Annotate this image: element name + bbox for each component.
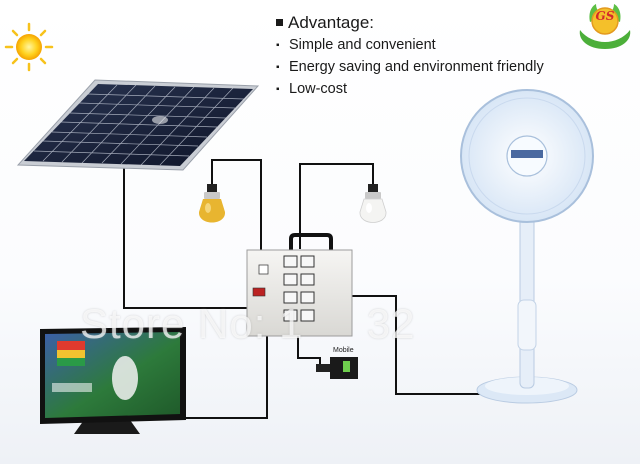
solar-panel [16, 79, 260, 171]
bullet-icon: ▪ [276, 62, 280, 73]
advantage-item-text: Simple and convenient [289, 37, 436, 53]
store-watermark: Store No: 1 32 [80, 300, 416, 347]
gs-logo [579, 4, 631, 49]
advantage-title: Advantage: [276, 12, 636, 34]
square-bullet-icon [276, 19, 283, 26]
television [40, 327, 186, 434]
solar-generator-box [246, 233, 353, 337]
advantage-item-text: Low-cost [289, 81, 348, 97]
mobile-label: Mobile [333, 347, 354, 354]
light-bulb-white [359, 184, 387, 223]
mobile-charger-icon [316, 357, 358, 379]
advantage-title-text: Advantage: [288, 13, 375, 32]
bullet-icon: ▪ [276, 84, 280, 95]
advantage-block: Advantage: ▪ Simple and convenient ▪ Energ… [276, 12, 636, 100]
bullet-icon: ▪ [276, 40, 280, 51]
advantage-item-text: Energy saving and environment friendly [289, 59, 544, 75]
electric-fan [460, 89, 594, 404]
advantage-item: ▪ Simple and convenient [276, 35, 636, 56]
sun-icon [4, 22, 54, 72]
advantage-item: ▪ Energy saving and environment friendly [276, 57, 636, 78]
gs-logo-text: GS [595, 9, 615, 23]
light-bulb-yellow [198, 184, 226, 223]
advantage-item: ▪ Low-cost [276, 79, 636, 100]
